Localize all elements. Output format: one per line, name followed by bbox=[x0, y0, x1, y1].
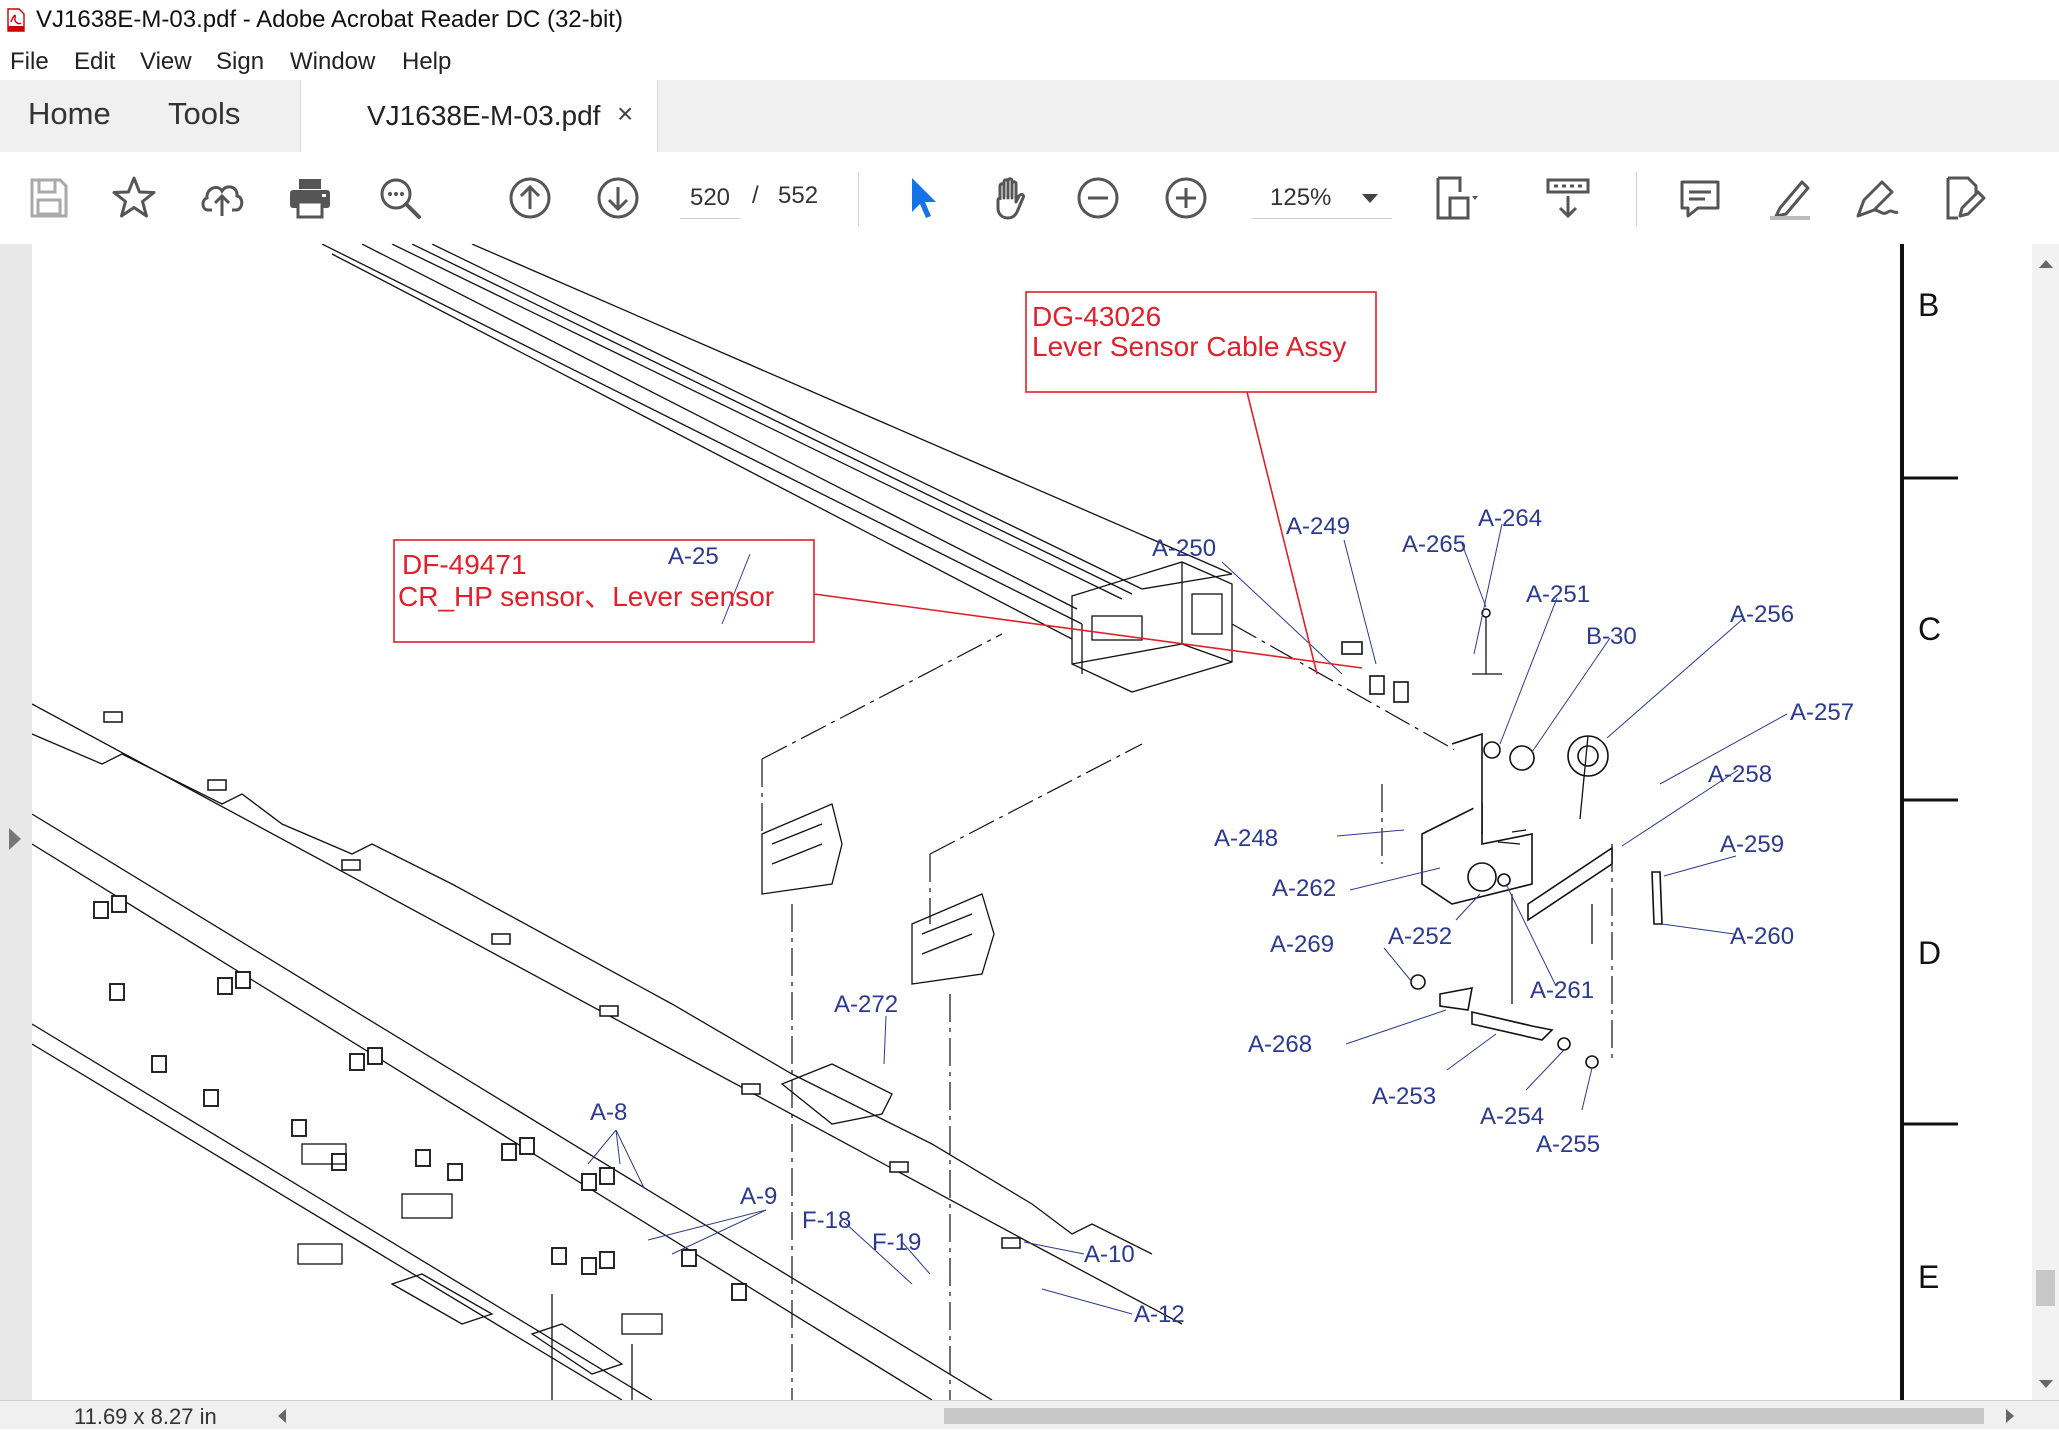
sign-pen-icon[interactable] bbox=[1852, 174, 1900, 222]
callout-box-cr-hp-sensor bbox=[393, 539, 815, 643]
part-label: A-268 bbox=[1248, 1031, 1312, 1058]
menu-help[interactable]: Help bbox=[402, 48, 452, 75]
part-label: A-253 bbox=[1372, 1083, 1436, 1110]
toolbar-divider bbox=[1636, 172, 1637, 226]
grid-letter: C bbox=[1918, 611, 1941, 647]
page-size-readout: 11.69 x 8.27 in bbox=[74, 1404, 217, 1429]
part-label: A-9 bbox=[740, 1183, 777, 1210]
part-label: F-18 bbox=[802, 1207, 851, 1234]
upload-cloud-icon[interactable] bbox=[198, 174, 246, 222]
tab-document[interactable]: VJ1638E-M-03.pdf × bbox=[300, 80, 658, 153]
horizontal-scrollbar[interactable] bbox=[270, 1405, 2030, 1427]
page-separator: / bbox=[752, 182, 759, 209]
toolbar-divider bbox=[858, 172, 859, 226]
part-label: A-262 bbox=[1272, 875, 1336, 902]
toolbar: 520 / 552 125% bbox=[0, 152, 2059, 245]
grid-letter: B bbox=[1918, 287, 1939, 323]
part-label: A-10 bbox=[1084, 1241, 1135, 1268]
document-view[interactable]: DG-43026 Lever Sensor Cable Assy DF-4947… bbox=[32, 244, 2032, 1400]
part-label: A-12 bbox=[1134, 1301, 1185, 1328]
callout-code: DF-49471 bbox=[402, 549, 527, 580]
exploded-parts-diagram: DG-43026 Lever Sensor Cable Assy DF-4947… bbox=[32, 244, 1958, 1400]
part-label: A-257 bbox=[1790, 699, 1854, 726]
vertical-scrollbar[interactable] bbox=[2032, 244, 2059, 1400]
comment-icon[interactable] bbox=[1676, 174, 1724, 222]
status-bar: 11.69 x 8.27 in bbox=[0, 1400, 2059, 1429]
close-tab-icon[interactable]: × bbox=[617, 98, 634, 129]
save-icon[interactable] bbox=[24, 174, 72, 222]
document-tab-label: VJ1638E-M-03.pdf bbox=[367, 100, 601, 131]
part-label: A-248 bbox=[1214, 825, 1278, 852]
callout-name: CR_HP sensor、Lever sensor bbox=[398, 581, 774, 612]
scroll-right-icon[interactable] bbox=[2006, 1409, 2014, 1423]
scrollbar-thumb[interactable] bbox=[2036, 1270, 2055, 1306]
fit-page-icon[interactable] bbox=[1432, 174, 1480, 222]
window-title: VJ1638E-M-03.pdf - Adobe Acrobat Reader … bbox=[36, 6, 623, 33]
part-label: A-265 bbox=[1402, 531, 1466, 558]
zoom-level-value: 125% bbox=[1270, 184, 1332, 211]
menu-view[interactable]: View bbox=[140, 48, 192, 75]
part-label: A-260 bbox=[1730, 923, 1794, 950]
part-label: A-254 bbox=[1480, 1103, 1544, 1130]
part-label: A-249 bbox=[1286, 513, 1350, 540]
bookmark-star-icon[interactable] bbox=[110, 174, 158, 222]
part-label: A-252 bbox=[1388, 923, 1452, 950]
scroll-mode-icon[interactable] bbox=[1544, 174, 1592, 222]
callout-code: DG-43026 bbox=[1032, 301, 1161, 332]
part-label: B-30 bbox=[1586, 623, 1637, 650]
zoom-search-icon[interactable] bbox=[376, 174, 424, 222]
part-label: A-259 bbox=[1720, 831, 1784, 858]
page-number-input[interactable]: 520 bbox=[680, 178, 740, 219]
part-label: A-264 bbox=[1478, 505, 1542, 532]
navigation-pane-collapsed bbox=[0, 244, 32, 1400]
part-label: A-256 bbox=[1730, 601, 1794, 628]
zoom-level-dropdown[interactable]: 125% bbox=[1252, 178, 1392, 219]
callout-box-lever-sensor-cable bbox=[1025, 291, 1377, 393]
menu-file[interactable]: File bbox=[10, 48, 49, 75]
part-label: A-272 bbox=[834, 991, 898, 1018]
part-label: A-8 bbox=[590, 1099, 627, 1126]
part-label: A-258 bbox=[1708, 761, 1772, 788]
scrollbar-thumb[interactable] bbox=[944, 1408, 1984, 1424]
grid-letter: D bbox=[1918, 935, 1941, 971]
pdf-file-icon bbox=[7, 8, 25, 32]
expand-panel-icon[interactable] bbox=[9, 828, 21, 850]
part-label: A-251 bbox=[1526, 581, 1590, 608]
scroll-down-icon[interactable] bbox=[2039, 1380, 2053, 1388]
part-label: A-25 bbox=[668, 543, 719, 570]
menu-sign[interactable]: Sign bbox=[216, 48, 265, 75]
tab-tools[interactable]: Tools bbox=[168, 96, 241, 131]
part-label: F-19 bbox=[872, 1229, 921, 1256]
tab-bar: Home Tools VJ1638E-M-03.pdf × bbox=[0, 80, 2059, 153]
highlight-pen-icon[interactable] bbox=[1766, 174, 1814, 222]
page-down-icon[interactable] bbox=[594, 174, 642, 222]
page-total: 552 bbox=[778, 182, 819, 209]
part-label: A-255 bbox=[1536, 1131, 1600, 1158]
edit-pdf-icon[interactable] bbox=[1940, 174, 1988, 222]
tab-home[interactable]: Home bbox=[28, 96, 111, 131]
part-label: A-261 bbox=[1530, 977, 1594, 1004]
menu-window[interactable]: Window bbox=[290, 48, 376, 75]
part-label: A-250 bbox=[1152, 535, 1216, 562]
print-icon[interactable] bbox=[286, 174, 334, 222]
callout-name: Lever Sensor Cable Assy bbox=[1032, 331, 1346, 362]
zoom-out-icon[interactable] bbox=[1074, 174, 1122, 222]
menu-edit[interactable]: Edit bbox=[74, 48, 116, 75]
page-up-icon[interactable] bbox=[506, 174, 554, 222]
part-label: A-269 bbox=[1270, 931, 1334, 958]
select-cursor-icon[interactable] bbox=[900, 174, 948, 222]
hand-pan-icon[interactable] bbox=[986, 174, 1034, 222]
zoom-in-icon[interactable] bbox=[1162, 174, 1210, 222]
chevron-down-icon bbox=[1362, 194, 1378, 203]
menu-bar: File Edit View Sign Window Help bbox=[0, 42, 2059, 80]
title-bar: VJ1638E-M-03.pdf - Adobe Acrobat Reader … bbox=[0, 0, 2059, 40]
grid-letter: E bbox=[1918, 1259, 1939, 1295]
scroll-left-icon[interactable] bbox=[278, 1409, 286, 1423]
scroll-up-icon[interactable] bbox=[2039, 260, 2053, 268]
